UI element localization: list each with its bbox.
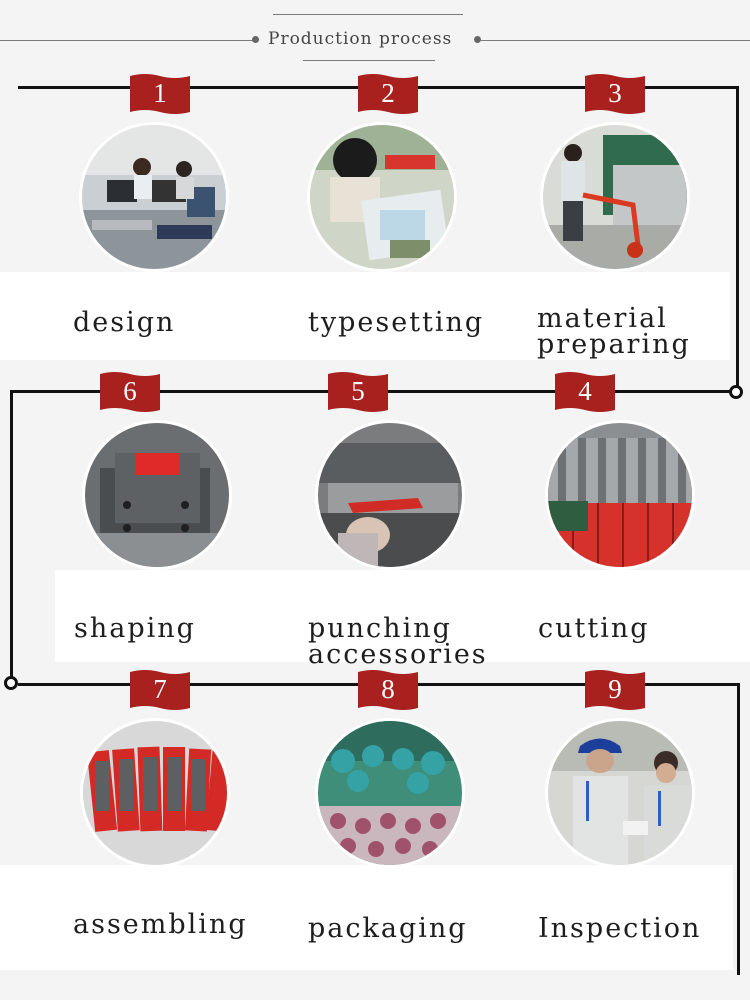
page-title: Production process xyxy=(268,29,453,49)
track-right-drop-2 xyxy=(737,683,740,975)
step-5-label-line-1: punching xyxy=(308,613,452,644)
step-6-photo xyxy=(82,420,232,570)
step-1-number: 1 xyxy=(153,78,167,108)
step-8-badge: 8 xyxy=(358,668,418,712)
label-band-row-3 xyxy=(0,865,733,970)
header-top-rule xyxy=(273,14,463,15)
step-7-label: assembling xyxy=(73,909,248,940)
step-4-photo xyxy=(545,420,695,570)
step-5-number: 5 xyxy=(351,376,365,406)
track-left-drop xyxy=(10,390,13,678)
step-2-photo xyxy=(307,122,457,272)
step-8-label-line: packaging xyxy=(308,913,468,944)
track-node-right-1 xyxy=(729,385,743,399)
track-node-left xyxy=(4,676,18,690)
step-5-label: punching accessories xyxy=(308,613,488,670)
step-9-label: Inspection xyxy=(538,913,702,944)
step-3-number: 3 xyxy=(608,78,622,108)
step-9-photo xyxy=(545,718,695,868)
step-9-label-line: Inspection xyxy=(538,913,702,944)
step-6-label: shaping xyxy=(74,613,196,644)
step-7-photo xyxy=(80,718,230,868)
step-8-number: 8 xyxy=(381,674,395,704)
step-3-photo xyxy=(540,122,690,272)
step-4-label: cutting xyxy=(538,613,650,644)
step-3-badge: 3 xyxy=(585,72,645,116)
header-left-dot xyxy=(252,36,259,43)
step-1-photo xyxy=(79,122,229,272)
header-left-rule xyxy=(0,40,253,41)
step-2-badge: 2 xyxy=(358,72,418,116)
step-2-label-line: typesetting xyxy=(308,307,485,338)
step-6-badge: 6 xyxy=(100,370,160,414)
step-4-badge: 4 xyxy=(555,370,615,414)
step-5-badge: 5 xyxy=(328,370,388,414)
step-1-label-line: design xyxy=(73,307,176,338)
step-7-number: 7 xyxy=(153,674,167,704)
track-right-drop-1 xyxy=(736,86,739,386)
step-6-number: 6 xyxy=(123,376,137,406)
step-8-label: packaging xyxy=(308,913,468,944)
header-right-dot xyxy=(474,36,481,43)
step-9-badge: 9 xyxy=(585,668,645,712)
step-5-photo xyxy=(315,420,465,570)
step-1-badge: 1 xyxy=(130,72,190,116)
step-7-label-line: assembling xyxy=(73,909,248,940)
step-2-number: 2 xyxy=(381,78,395,108)
label-band-row-2 xyxy=(55,570,750,662)
page-header: Production process xyxy=(0,0,750,70)
header-right-rule xyxy=(481,40,750,41)
step-3-label-line-2: preparing xyxy=(537,329,691,360)
step-9-number: 9 xyxy=(608,674,622,704)
step-4-label-line: cutting xyxy=(538,613,650,644)
header-bottom-rule xyxy=(303,60,435,61)
step-3-label-line-1: material xyxy=(537,303,668,334)
step-3-label: material preparing xyxy=(537,303,691,360)
step-1-label: design xyxy=(73,307,176,338)
step-7-badge: 7 xyxy=(130,668,190,712)
step-5-label-line-2: accessories xyxy=(308,639,488,670)
label-band-row-1 xyxy=(0,272,730,360)
step-4-number: 4 xyxy=(578,376,592,406)
step-2-label: typesetting xyxy=(308,307,485,338)
step-8-photo xyxy=(315,718,465,868)
step-6-label-line: shaping xyxy=(74,613,196,644)
